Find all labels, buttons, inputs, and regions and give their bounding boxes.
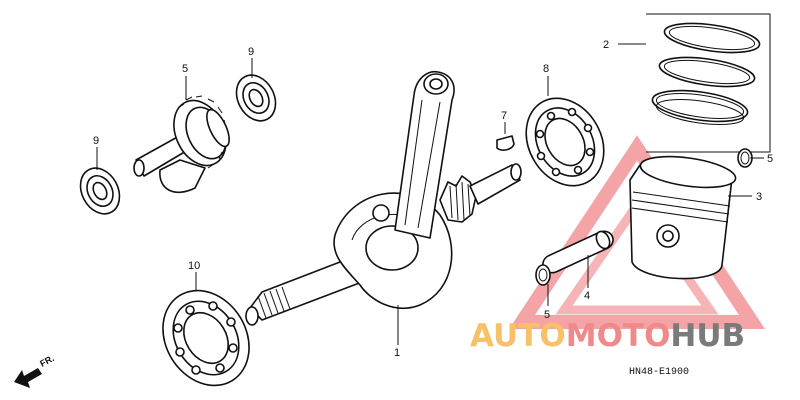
label-8: 8 bbox=[543, 63, 549, 75]
label-2: 2 bbox=[603, 39, 609, 51]
oil-ring bbox=[651, 89, 749, 123]
label-9-upper: 9 bbox=[248, 46, 254, 58]
diagram-code: HN48-E1900 bbox=[629, 367, 689, 378]
piston-pin bbox=[542, 230, 614, 274]
piston-crown bbox=[639, 155, 737, 189]
small-end-bore bbox=[429, 78, 443, 90]
crankshaft-splines bbox=[257, 286, 291, 319]
key-7 bbox=[496, 135, 515, 151]
crankshaft-assembly bbox=[245, 70, 522, 326]
label-7: 7 bbox=[501, 110, 507, 122]
front-label: FR. bbox=[38, 353, 55, 369]
crankshaft-right-shaft bbox=[469, 164, 521, 205]
bearing-9-lower bbox=[79, 167, 121, 215]
callout-numbers: 1 2 3 4 5 5 5 7 8 9 9 10 bbox=[93, 39, 773, 359]
balancer-weight bbox=[159, 159, 206, 194]
label-10: 10 bbox=[188, 260, 200, 272]
bearing-10-balls bbox=[173, 301, 238, 375]
clip-5-lower bbox=[535, 264, 551, 286]
bearing-10 bbox=[162, 289, 250, 387]
bearing-8 bbox=[525, 97, 605, 187]
label-4: 4 bbox=[584, 290, 590, 302]
second-ring bbox=[658, 56, 756, 88]
bearing-9-upper bbox=[235, 74, 277, 122]
front-direction-indicator: FR. bbox=[14, 353, 56, 388]
label-5-balancer: 5 bbox=[182, 63, 188, 75]
piston-rings bbox=[646, 13, 771, 153]
crank-web-hole bbox=[372, 204, 390, 222]
bearing-8-balls bbox=[535, 107, 595, 177]
balancer-shaft-end bbox=[133, 159, 145, 177]
ring-bracket bbox=[646, 13, 771, 153]
piston bbox=[629, 155, 737, 280]
big-end bbox=[365, 225, 419, 271]
shaft-end bbox=[245, 306, 259, 326]
top-ring bbox=[663, 22, 761, 54]
clip-5-right bbox=[737, 148, 753, 168]
balancer-assembly bbox=[133, 95, 230, 194]
front-arrow-icon bbox=[14, 368, 42, 388]
label-5-clip-lower: 5 bbox=[544, 309, 550, 321]
label-5-clip-right: 5 bbox=[767, 153, 773, 165]
watermark-auto: AUTO bbox=[470, 318, 566, 354]
leader-lines bbox=[96, 43, 764, 345]
crankshaft-output-shaft bbox=[249, 261, 363, 321]
watermark-moto: MOTO bbox=[566, 318, 671, 354]
connecting-rod bbox=[394, 70, 455, 239]
label-1: 1 bbox=[394, 347, 400, 359]
right-shaft-end bbox=[510, 163, 522, 181]
watermark-text: AUTOMOTOHUB bbox=[470, 318, 745, 354]
crank-gear-teeth bbox=[449, 181, 471, 221]
watermark-hub: HUB bbox=[670, 318, 745, 354]
label-3: 3 bbox=[756, 191, 762, 203]
label-9-lower: 9 bbox=[93, 135, 99, 147]
